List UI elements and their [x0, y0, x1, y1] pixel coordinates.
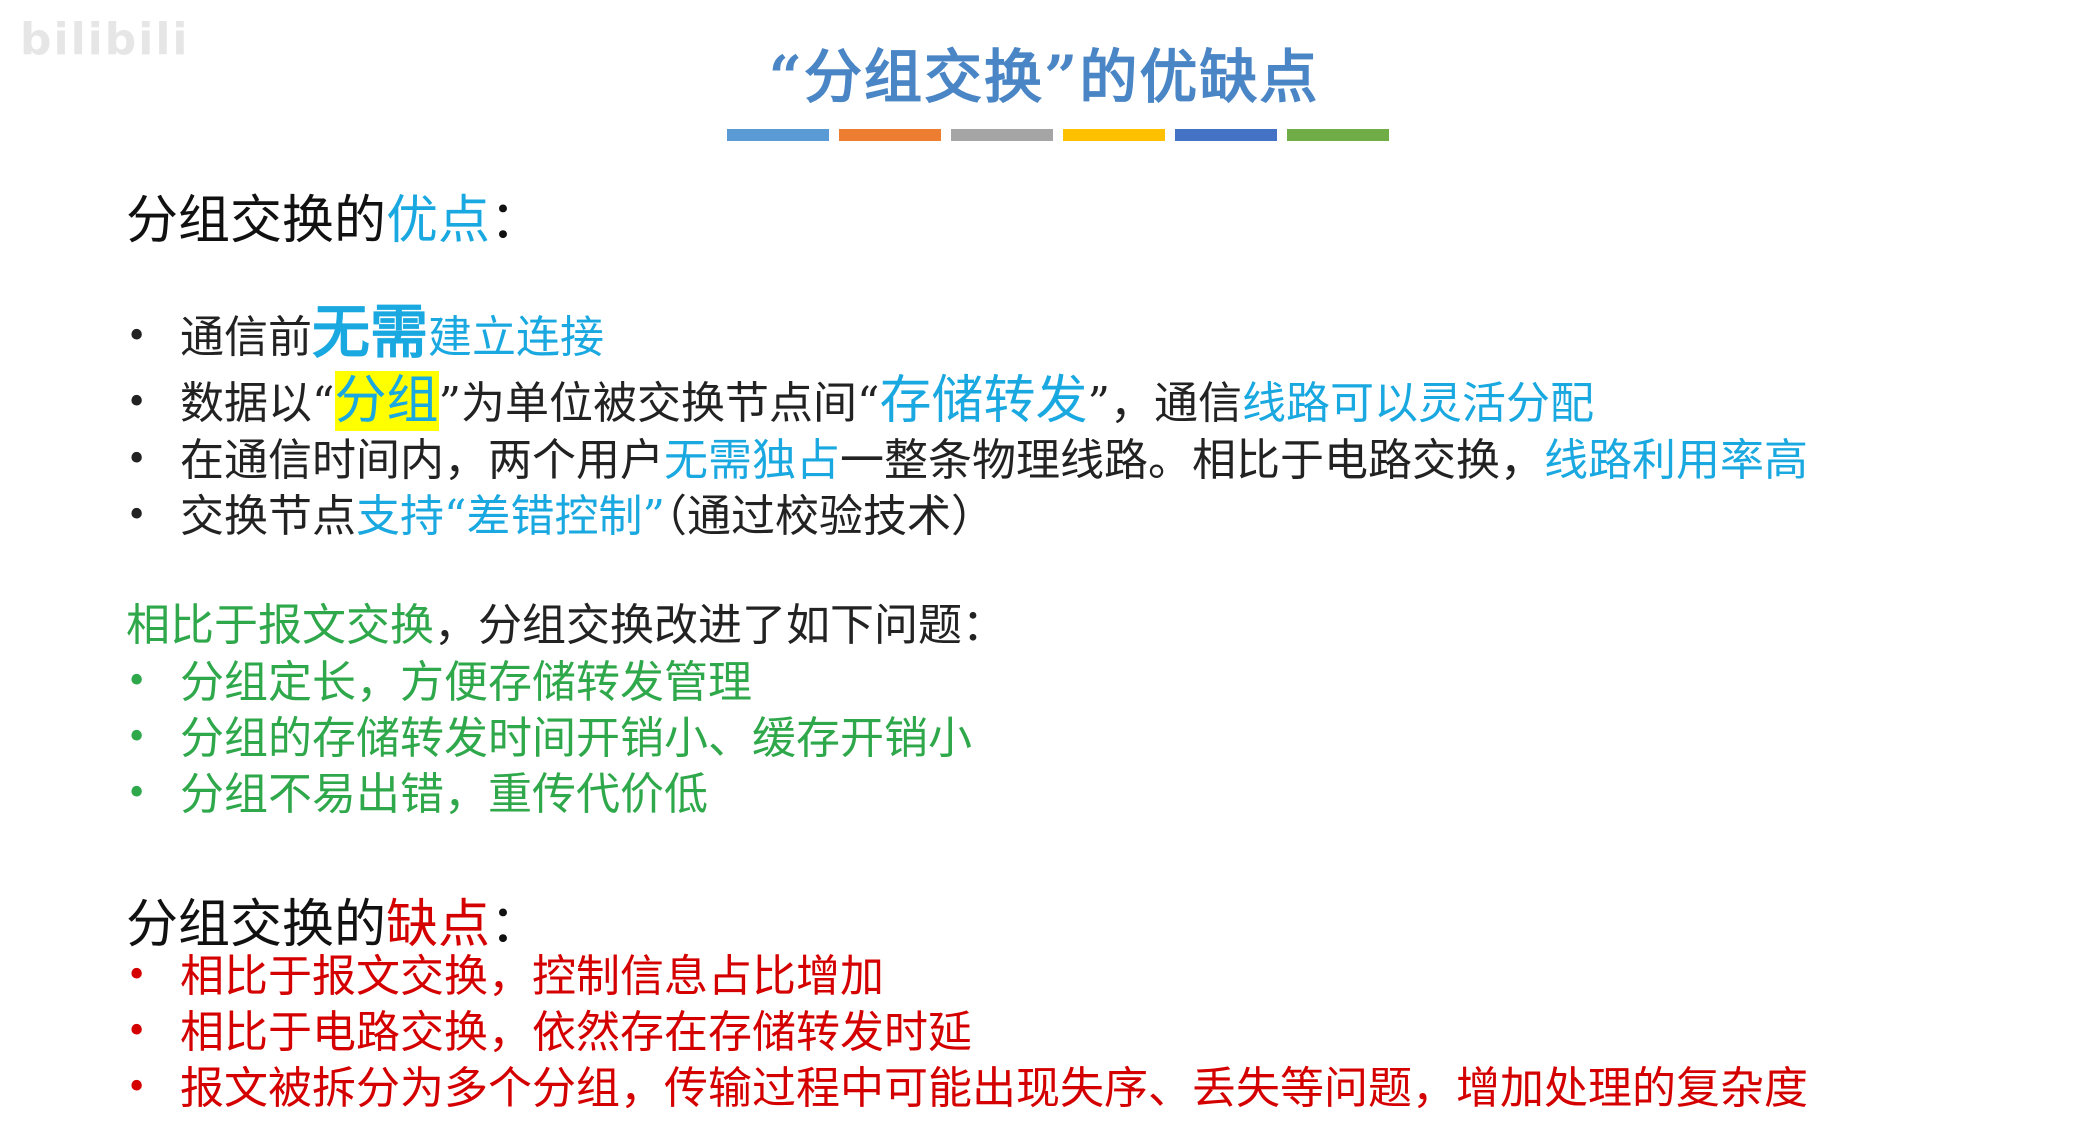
advantage-4-text-b: （通过校验技术） [665, 491, 995, 542]
disadvantages-heading-prefix: 分组交换的 [126, 895, 387, 955]
comparison-item-3: • 分组不易出错，重传代价低 [126, 766, 1006, 822]
advantages-heading-word: 优点 [386, 191, 491, 251]
bullet-dot: • [126, 316, 148, 357]
disadvantage-item-2-text: 相比于电路交换，依然存在存储转发时延 [180, 1007, 972, 1058]
advantage-3-text-c: 线路利用率高 [1544, 435, 1808, 486]
disadvantages-heading-suffix: ： [490, 895, 543, 955]
color-bar-segment-green [1287, 129, 1389, 141]
disadvantage-item-1-text: 相比于报文交换，控制信息占比增加 [180, 951, 884, 1002]
disadvantage-item-2: • 相比于电路交换，依然存在存储转发时延 [126, 1004, 1808, 1060]
comparison-item-2: • 分组的存储转发时间开销小、缓存开销小 [126, 710, 1006, 766]
bullet-dot: • [126, 495, 148, 536]
advantage-4-emphasis: 支持“差错控制” [356, 491, 665, 542]
advantage-item-2: • 数据以“分组”为单位被交换节点间“存储转发”，通信线路可以灵活分配 [126, 370, 1808, 432]
advantage-2-text-d: 线路可以灵活分配 [1242, 378, 1595, 429]
title-color-bar [727, 129, 1389, 141]
comparison-item-1: • 分组定长，方便存储转发管理 [126, 654, 1006, 710]
color-bar-segment-yellow [1063, 129, 1165, 141]
disadvantage-item-1: • 相比于报文交换，控制信息占比增加 [126, 948, 1808, 1004]
color-bar-segment-darkblue [1175, 129, 1277, 141]
advantages-list: • 通信前无需建立连接 • 数据以“分组”为单位被交换节点间“存储转发”，通信线路可… [126, 300, 1808, 544]
advantage-2-text-c: ”，通信 [1087, 378, 1243, 429]
advantage-1-text-b: 建立连接 [428, 312, 605, 363]
disadvantage-item-3: • 报文被拆分为多个分组，传输过程中可能出现失序、丢失等问题，增加处理的复杂度 [126, 1060, 1808, 1116]
advantage-item-3: • 在通信时间内，两个用户无需独占一整条物理线路。相比于电路交换，线路利用率高 [126, 432, 1808, 488]
slide-title: “分组交换”的优缺点 [768, 43, 1320, 111]
disadvantage-item-3-text: 报文被拆分为多个分组，传输过程中可能出现失序、丢失等问题，增加处理的复杂度 [180, 1063, 1808, 1114]
comparison-lead-rest: ，分组交换改进了如下问题： [434, 600, 1006, 651]
comparison-item-2-text: 分组的存储转发时间开销小、缓存开销小 [180, 713, 972, 764]
advantage-2-text-a: 数据以“ [180, 378, 335, 429]
advantage-3-emphasis: 无需独占 [664, 435, 840, 486]
disadvantages-heading-word: 缺点 [386, 895, 491, 955]
advantage-1-text-a: 通信前 [180, 312, 312, 363]
bilibili-watermark: bilibili [20, 14, 190, 65]
advantage-1-emphasis: 无需 [312, 298, 429, 366]
advantage-item-4: • 交换节点支持“差错控制”（通过校验技术） [126, 488, 1808, 544]
bullet-dot: • [126, 661, 148, 702]
color-bar-segment-blue [727, 129, 829, 141]
comparison-item-3-text: 分组不易出错，重传代价低 [180, 769, 708, 820]
advantage-2-highlight: 分组 [334, 371, 439, 431]
advantage-4-text-a: 交换节点 [180, 491, 356, 542]
bullet-dot: • [126, 1067, 148, 1108]
advantages-heading: 分组交换的优点： [126, 178, 542, 253]
bullet-dot: • [126, 1011, 148, 1052]
advantages-heading-prefix: 分组交换的 [126, 191, 387, 251]
color-bar-segment-gray [951, 129, 1053, 141]
comparison-lead-green: 相比于报文交换 [126, 600, 434, 651]
disadvantages-list: • 相比于报文交换，控制信息占比增加 • 相比于电路交换，依然存在存储转发时延 • 报… [126, 948, 1808, 1116]
advantage-3-text-b: 一整条物理线路。相比于电路交换， [840, 435, 1544, 486]
comparison-lead: 相比于报文交换，分组交换改进了如下问题： [126, 598, 1006, 654]
advantage-item-1: • 通信前无需建立连接 [126, 300, 1808, 364]
advantage-3-text-a: 在通信时间内，两个用户 [180, 435, 664, 486]
bullet-dot: • [126, 773, 148, 814]
bullet-dot: • [126, 439, 148, 480]
advantages-heading-suffix: ： [490, 191, 543, 251]
advantage-2-text-b: ”为单位被交换节点间“ [438, 378, 880, 429]
bullet-dot: • [126, 955, 148, 996]
bullet-dot: • [126, 382, 148, 423]
bullet-dot: • [126, 717, 148, 758]
comparison-item-1-text: 分组定长，方便存储转发管理 [180, 657, 752, 708]
advantage-2-emphasis: 存储转发 [879, 371, 1088, 431]
comparison-section: 相比于报文交换，分组交换改进了如下问题： • 分组定长，方便存储转发管理 • 分组的… [126, 598, 1006, 822]
disadvantages-heading: 分组交换的缺点： [126, 882, 542, 957]
color-bar-segment-orange [839, 129, 941, 141]
